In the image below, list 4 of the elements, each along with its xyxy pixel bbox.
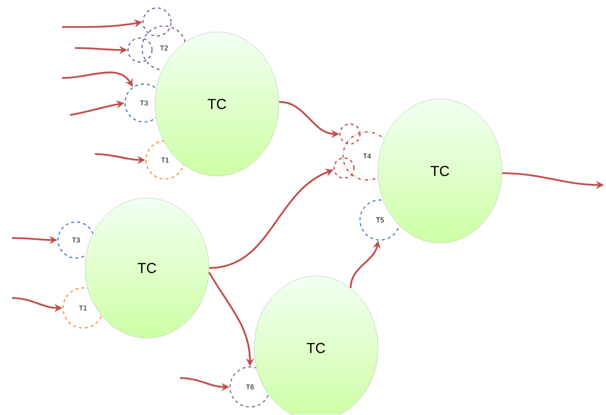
dashed-circle: [333, 157, 355, 179]
dashed-circle: [339, 123, 361, 145]
dashed-circle: [142, 7, 172, 37]
dashed-circle: [127, 37, 153, 63]
